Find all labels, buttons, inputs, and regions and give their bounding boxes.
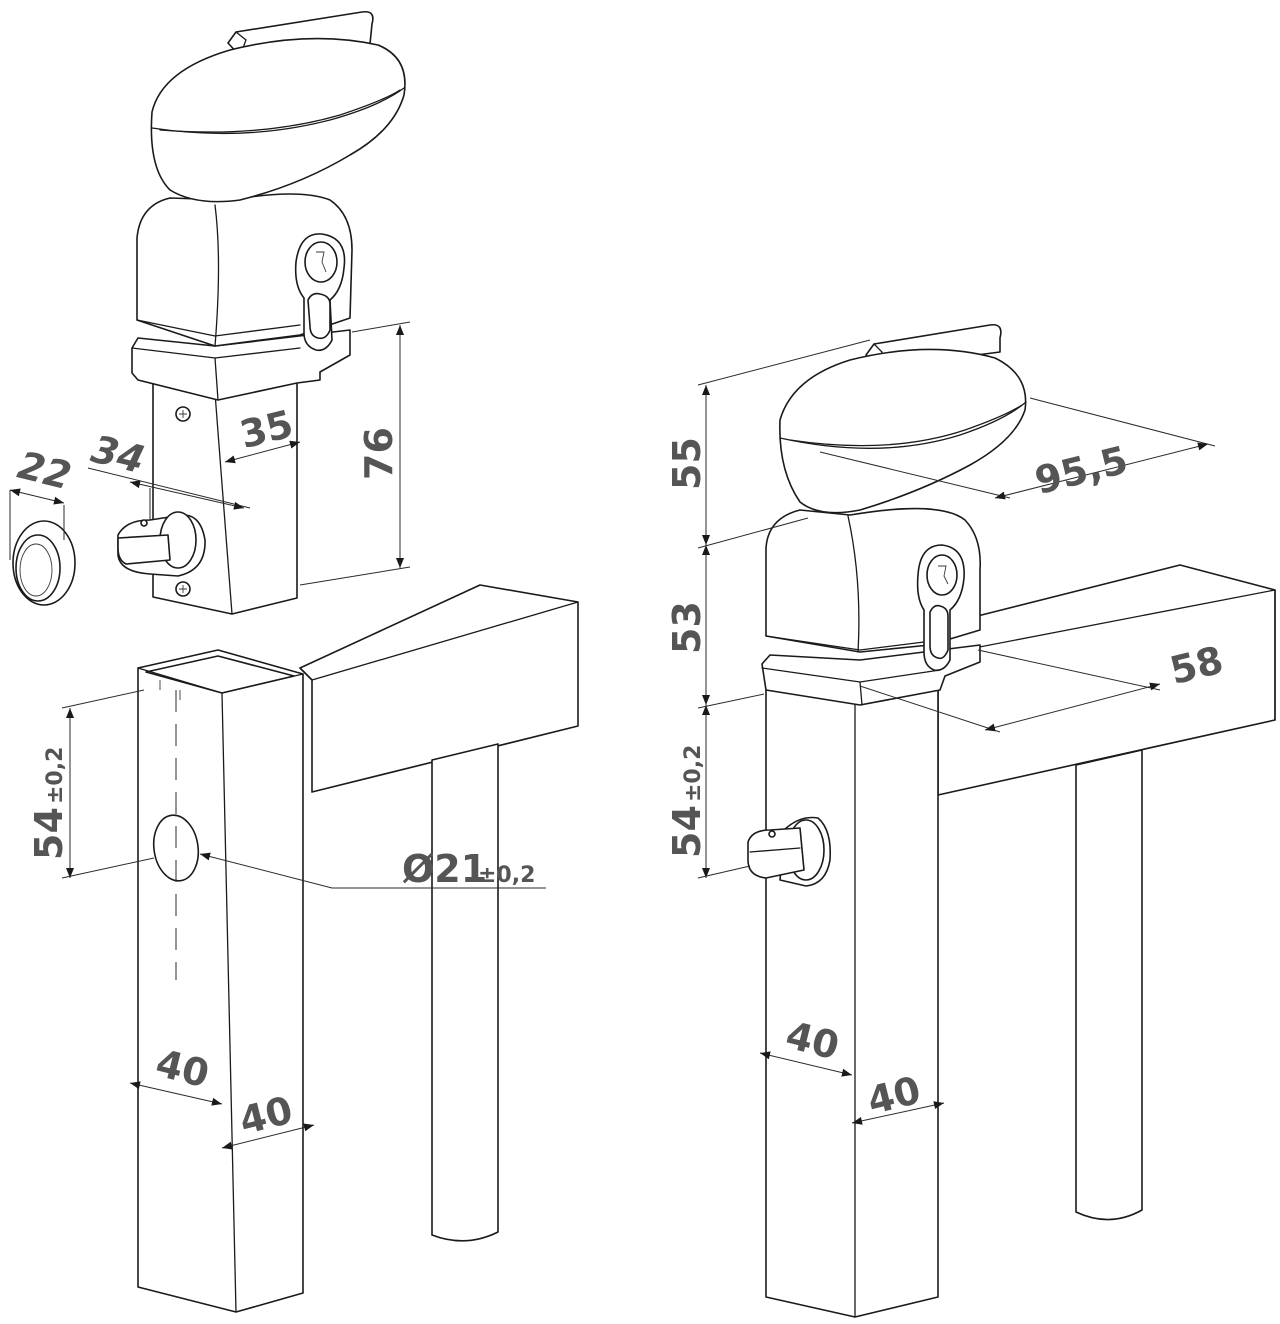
left-ring [12, 520, 76, 606]
keyhole-icon [926, 554, 958, 596]
left-knob [150, 10, 406, 203]
left-post [137, 649, 304, 1313]
left-assembly: 22 34 35 76 54 ±0,2 Ø21 ±0,2 40 40 [9, 10, 579, 1313]
right-support-bar [1075, 749, 1143, 1221]
right-knob [779, 323, 1027, 514]
dim-hole-height: 54 [27, 807, 71, 860]
dim-latch-height: 54 [665, 805, 709, 858]
dim-knob-height: 55 [665, 437, 709, 490]
dim-knob-length: 95,5 [1030, 438, 1132, 503]
dim-latch-height-tol: ±0,2 [681, 745, 706, 802]
right-dimension-labels: 55 95,5 53 58 54 ±0,2 40 40 [665, 437, 1227, 1123]
left-dimensions [9, 321, 546, 1150]
right-lock-housing [761, 507, 982, 706]
left-lock-body [117, 193, 353, 615]
dim-ring-width: 22 [14, 443, 76, 498]
dim-latch-offset: 34 [87, 427, 149, 482]
dim-housing-height: 53 [665, 601, 709, 654]
right-assembly: 55 95,5 53 58 54 ±0,2 40 40 [665, 323, 1276, 1318]
left-horizontal-rail [299, 584, 579, 793]
dim-body-height: 76 [357, 427, 401, 480]
dim-hole-diameter-tol: ±0,2 [478, 863, 535, 888]
keyhole-icon [304, 241, 338, 283]
dim-hole-height-tol: ±0,2 [43, 747, 68, 804]
left-support-bar [431, 743, 499, 1242]
right-post [765, 689, 939, 1318]
dim-hole-diameter: Ø21 [402, 847, 487, 891]
right-dimensions [697, 339, 1216, 1125]
right-latch-bolt [747, 816, 832, 887]
